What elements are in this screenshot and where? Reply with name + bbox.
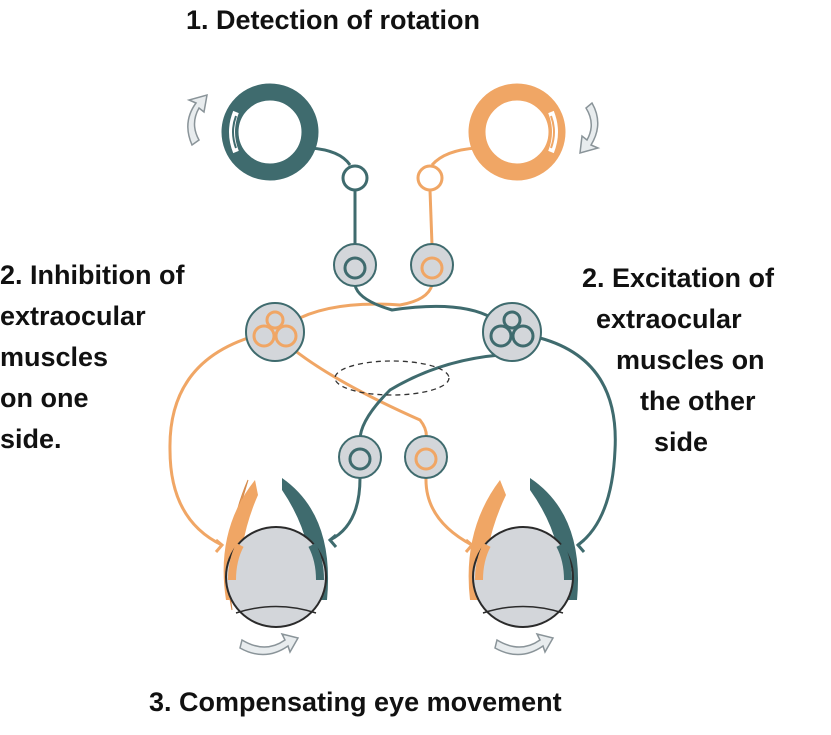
teal-motor-nucleus-neuron-icon: [338, 435, 382, 479]
right-label-line: side: [654, 427, 709, 457]
teal-vestibular-nucleus-neuron-icon: [333, 243, 377, 287]
left-eye-group: [223, 478, 329, 628]
orange-vestibular-nucleus-neuron-icon: [410, 243, 454, 287]
left-label-line: extraocular: [0, 301, 146, 331]
right-eye-group: [468, 478, 579, 628]
teal-ganglion-neuron-icon: [341, 164, 369, 192]
eye-rotation-arrow-icon: [494, 632, 555, 656]
left-label-line: on one: [0, 383, 89, 413]
left-semicircular-canal-icon: [221, 83, 319, 181]
right-eyeball-icon: [472, 526, 574, 628]
right-label-line: extraocular: [596, 304, 742, 334]
orange-ganglion-neuron-icon: [416, 164, 444, 192]
orange-inhibitory-interneuron-icon: [245, 302, 305, 362]
rotation-arrow-icon: [186, 93, 208, 147]
right-label-line: 2. Excitation of: [582, 263, 775, 293]
orange-motor-nucleus-neuron-icon: [404, 435, 448, 479]
right-label-line: the other: [640, 386, 756, 416]
orange-inhibitory-pathway: [168, 284, 473, 547]
caption-compensating-eye-movement: 3. Compensating eye movement: [149, 687, 562, 717]
right-semicircular-canal-icon: [468, 83, 566, 181]
midline-ellipse: [334, 360, 450, 396]
synaptic-terminal-icon: [214, 533, 586, 553]
teal-excitatory-interneuron-icon: [482, 302, 542, 362]
teal-excitatory-pathway: [329, 284, 617, 547]
left-label-line: muscles: [0, 342, 109, 372]
right-label-line: muscles on: [616, 345, 765, 375]
teal-afferent-pathway: [309, 146, 357, 245]
right-excitation-label: 2. Excitation of extraocular muscles on …: [582, 258, 774, 463]
left-inhibition-label: 2. Inhibition of extraocular muscles on …: [0, 255, 184, 460]
orange-afferent-pathway: [428, 146, 478, 246]
title-detection-of-rotation: 1. Detection of rotation: [186, 5, 481, 35]
eye-rotation-arrow-icon: [239, 632, 300, 656]
left-eyeball-icon: [225, 526, 327, 628]
left-label-line: side.: [0, 424, 62, 454]
rotation-arrow-icon: [579, 101, 601, 155]
left-label-line: 2. Inhibition of: [0, 260, 185, 290]
